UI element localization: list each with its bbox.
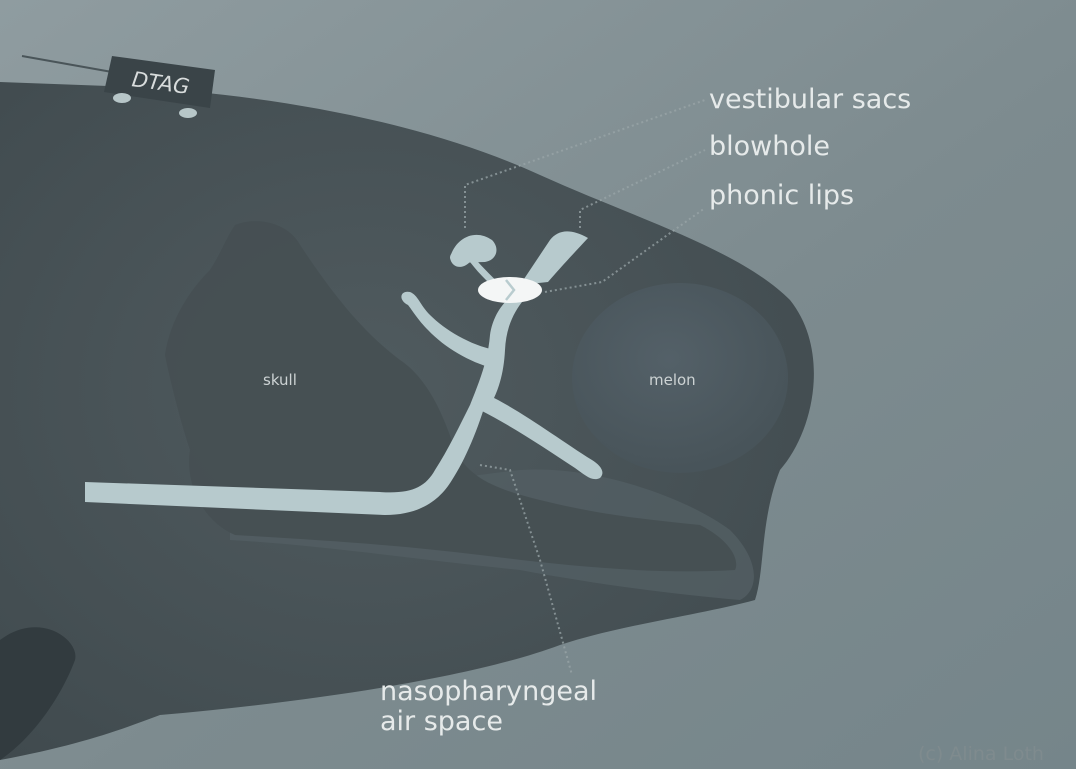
label-phonic-lips: phonic lips xyxy=(709,180,854,211)
label-air-space: air space xyxy=(380,706,503,737)
label-skull: skull xyxy=(263,371,297,389)
label-blowhole: blowhole xyxy=(709,131,830,162)
label-nasopharyngeal: nasopharyngeal xyxy=(380,676,597,707)
phonic-lips xyxy=(478,277,542,303)
credit-text: (c) Alina Loth xyxy=(918,743,1044,765)
label-vestibular-sacs: vestibular sacs xyxy=(709,84,911,115)
label-melon: melon xyxy=(649,371,696,389)
